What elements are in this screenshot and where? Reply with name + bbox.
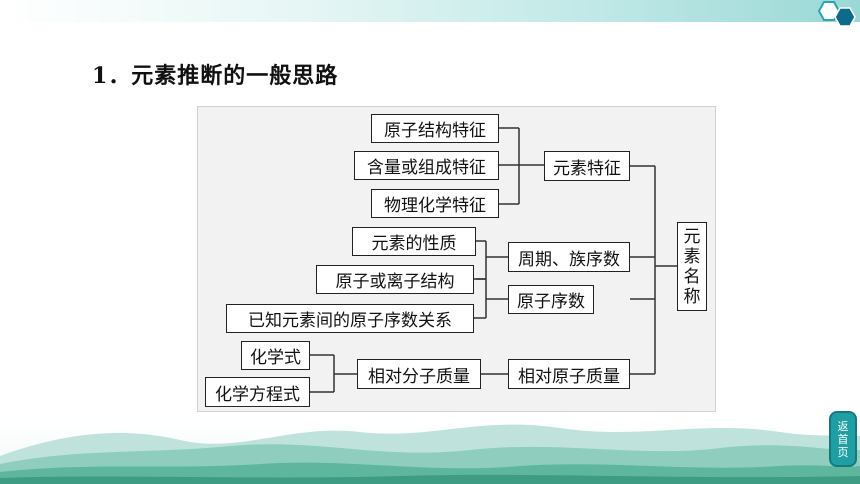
box-chemical-formula: 化学式 xyxy=(241,341,310,370)
connector-right-bus xyxy=(630,165,677,375)
box-element-name: 元 素 名 称 xyxy=(677,222,707,311)
box-atom-ion-structure: 原子或离子结构 xyxy=(316,265,474,294)
element-name-char: 元 xyxy=(683,226,701,247)
box-element-feature: 元素特征 xyxy=(544,151,630,181)
box-chemical-equation: 化学方程式 xyxy=(205,377,310,407)
return-home-button[interactable]: 返 首 页 xyxy=(829,411,857,467)
connector-mass-group xyxy=(310,354,357,393)
top-decor-band xyxy=(0,0,860,22)
hexagon-logo-icon xyxy=(817,1,856,27)
box-period-group-number: 周期、族序数 xyxy=(508,242,630,272)
mountain-landscape-decor xyxy=(0,404,860,484)
connector-period-group xyxy=(476,240,508,280)
box-atomic-number: 原子序数 xyxy=(508,285,594,314)
connector-atomicnumber-group xyxy=(474,278,508,319)
element-name-char: 名 xyxy=(683,266,701,287)
box-content-composition-feature: 含量或组成特征 xyxy=(354,151,499,180)
element-name-char: 称 xyxy=(683,286,701,307)
connector-feature-group xyxy=(499,127,544,205)
return-char: 返 xyxy=(837,419,849,433)
box-atom-structure-feature: 原子结构特征 xyxy=(371,114,499,143)
box-relative-atomic-mass: 相对原子质量 xyxy=(508,359,630,389)
return-char: 页 xyxy=(837,445,849,459)
box-relative-molecular-mass: 相对分子质量 xyxy=(357,359,481,389)
element-name-char: 素 xyxy=(683,246,701,267)
box-physical-chemical-feature: 物理化学特征 xyxy=(371,189,499,218)
box-known-element-relation: 已知元素间的原子序数关系 xyxy=(226,304,474,333)
page-title: 1．元素推断的一般思路 xyxy=(92,63,339,89)
return-char: 首 xyxy=(837,432,849,446)
box-element-properties: 元素的性质 xyxy=(352,227,476,256)
